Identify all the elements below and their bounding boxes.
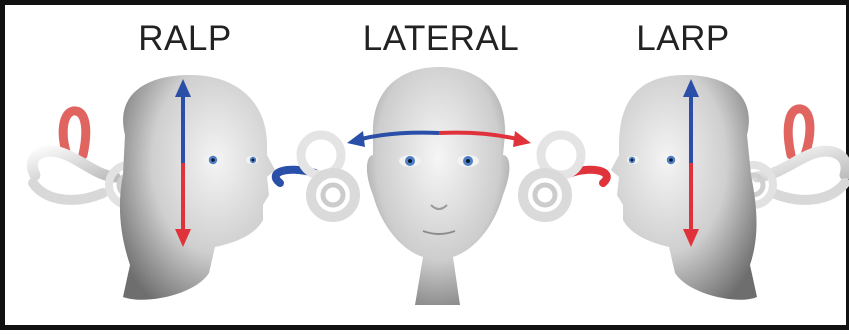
label-ralp: RALP: [85, 19, 285, 59]
center-right-inner-ear-icon: [523, 135, 607, 217]
center-head-group: [276, 67, 607, 305]
center-head-icon: [367, 67, 510, 305]
left-head-icon: [120, 75, 275, 300]
label-larp: LARP: [583, 19, 783, 59]
right-head-group: [611, 75, 846, 300]
center-left-inner-ear-icon: [276, 135, 355, 217]
left-head-group: [32, 75, 275, 300]
right-head-icon: [611, 75, 757, 300]
label-lateral: LATERAL: [341, 19, 541, 59]
